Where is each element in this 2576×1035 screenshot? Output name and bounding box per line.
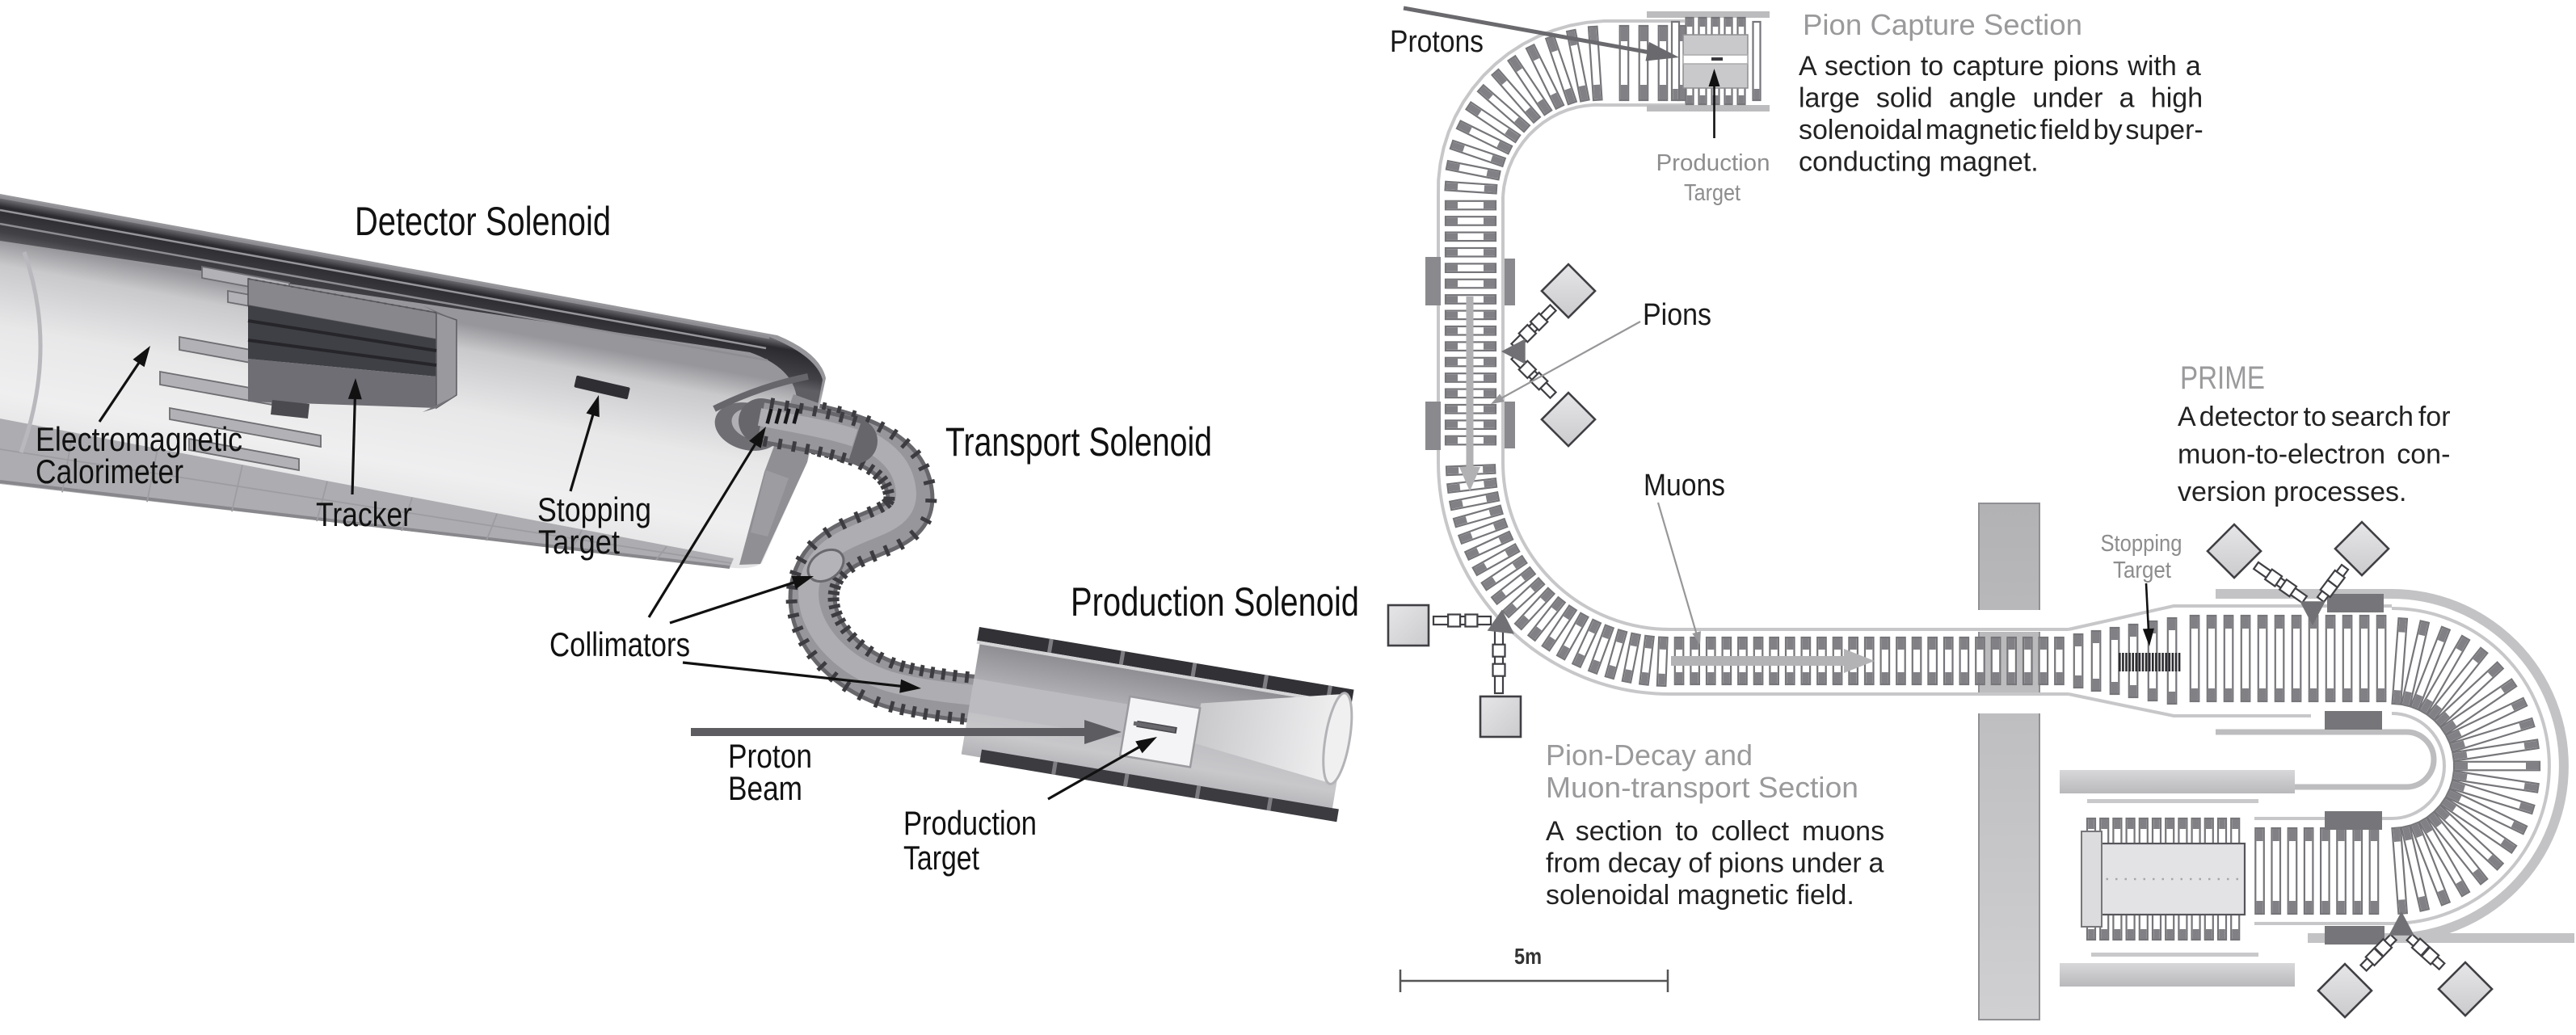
svg-text:Calorimeter: Calorimeter: [36, 452, 183, 490]
svg-text:Production: Production: [903, 804, 1037, 842]
svg-text:version processes.: version processes.: [2178, 477, 2406, 507]
svg-text:muon-to-electron con-: muon-to-electron con-: [2178, 440, 2450, 470]
svg-text:Collimators: Collimators: [549, 625, 690, 663]
svg-text:Beam: Beam: [728, 769, 802, 807]
svg-text:5m: 5m: [1514, 944, 1542, 969]
svg-text:large solid angle under a high: large solid angle under a high: [1799, 83, 2203, 114]
svg-text:Target: Target: [903, 839, 979, 877]
svg-text:Transport Solenoid: Transport Solenoid: [945, 419, 1212, 465]
svg-text:Production: Production: [1656, 150, 1770, 176]
svg-text:Target: Target: [538, 523, 620, 561]
svg-text:Tracker: Tracker: [316, 495, 412, 533]
svg-text:A detector to search for: A detector to search for: [2178, 402, 2451, 432]
svg-text:Stopping: Stopping: [2101, 531, 2182, 557]
svg-text:from decay of pions under a: from decay of pions under a: [1546, 848, 1884, 879]
svg-text:Detector Solenoid: Detector Solenoid: [355, 199, 611, 244]
svg-text:PRIME: PRIME: [2180, 360, 2265, 396]
svg-text:Target: Target: [1684, 180, 1740, 206]
svg-text:Production Solenoid: Production Solenoid: [1071, 579, 1359, 625]
svg-text:Muons: Muons: [1644, 469, 1725, 503]
svg-text:A section to collect muons: A section to collect muons: [1546, 816, 1884, 847]
svg-text:A section to capture pions wit: A section to capture pions with a: [1799, 51, 2201, 82]
svg-text:solenoidal magnetic field.: solenoidal magnetic field.: [1546, 880, 1854, 911]
svg-text:Stopping: Stopping: [537, 490, 651, 528]
svg-text:Target: Target: [2113, 557, 2171, 583]
svg-text:Muon-transport Section: Muon-transport Section: [1546, 771, 1858, 804]
svg-text:Pion-Decay and: Pion-Decay and: [1546, 738, 1753, 772]
svg-text:Protons: Protons: [1390, 25, 1484, 59]
svg-text:conducting magnet.: conducting magnet.: [1799, 147, 2039, 178]
svg-text:Pions: Pions: [1643, 298, 1711, 332]
svg-text:Proton: Proton: [728, 737, 812, 775]
svg-text:Pion Capture Section: Pion Capture Section: [1803, 8, 2082, 41]
svg-text:solenoidal magnetic field by s: solenoidal magnetic field by super-: [1799, 115, 2203, 145]
svg-text:Electromagnetic: Electromagnetic: [36, 420, 242, 458]
